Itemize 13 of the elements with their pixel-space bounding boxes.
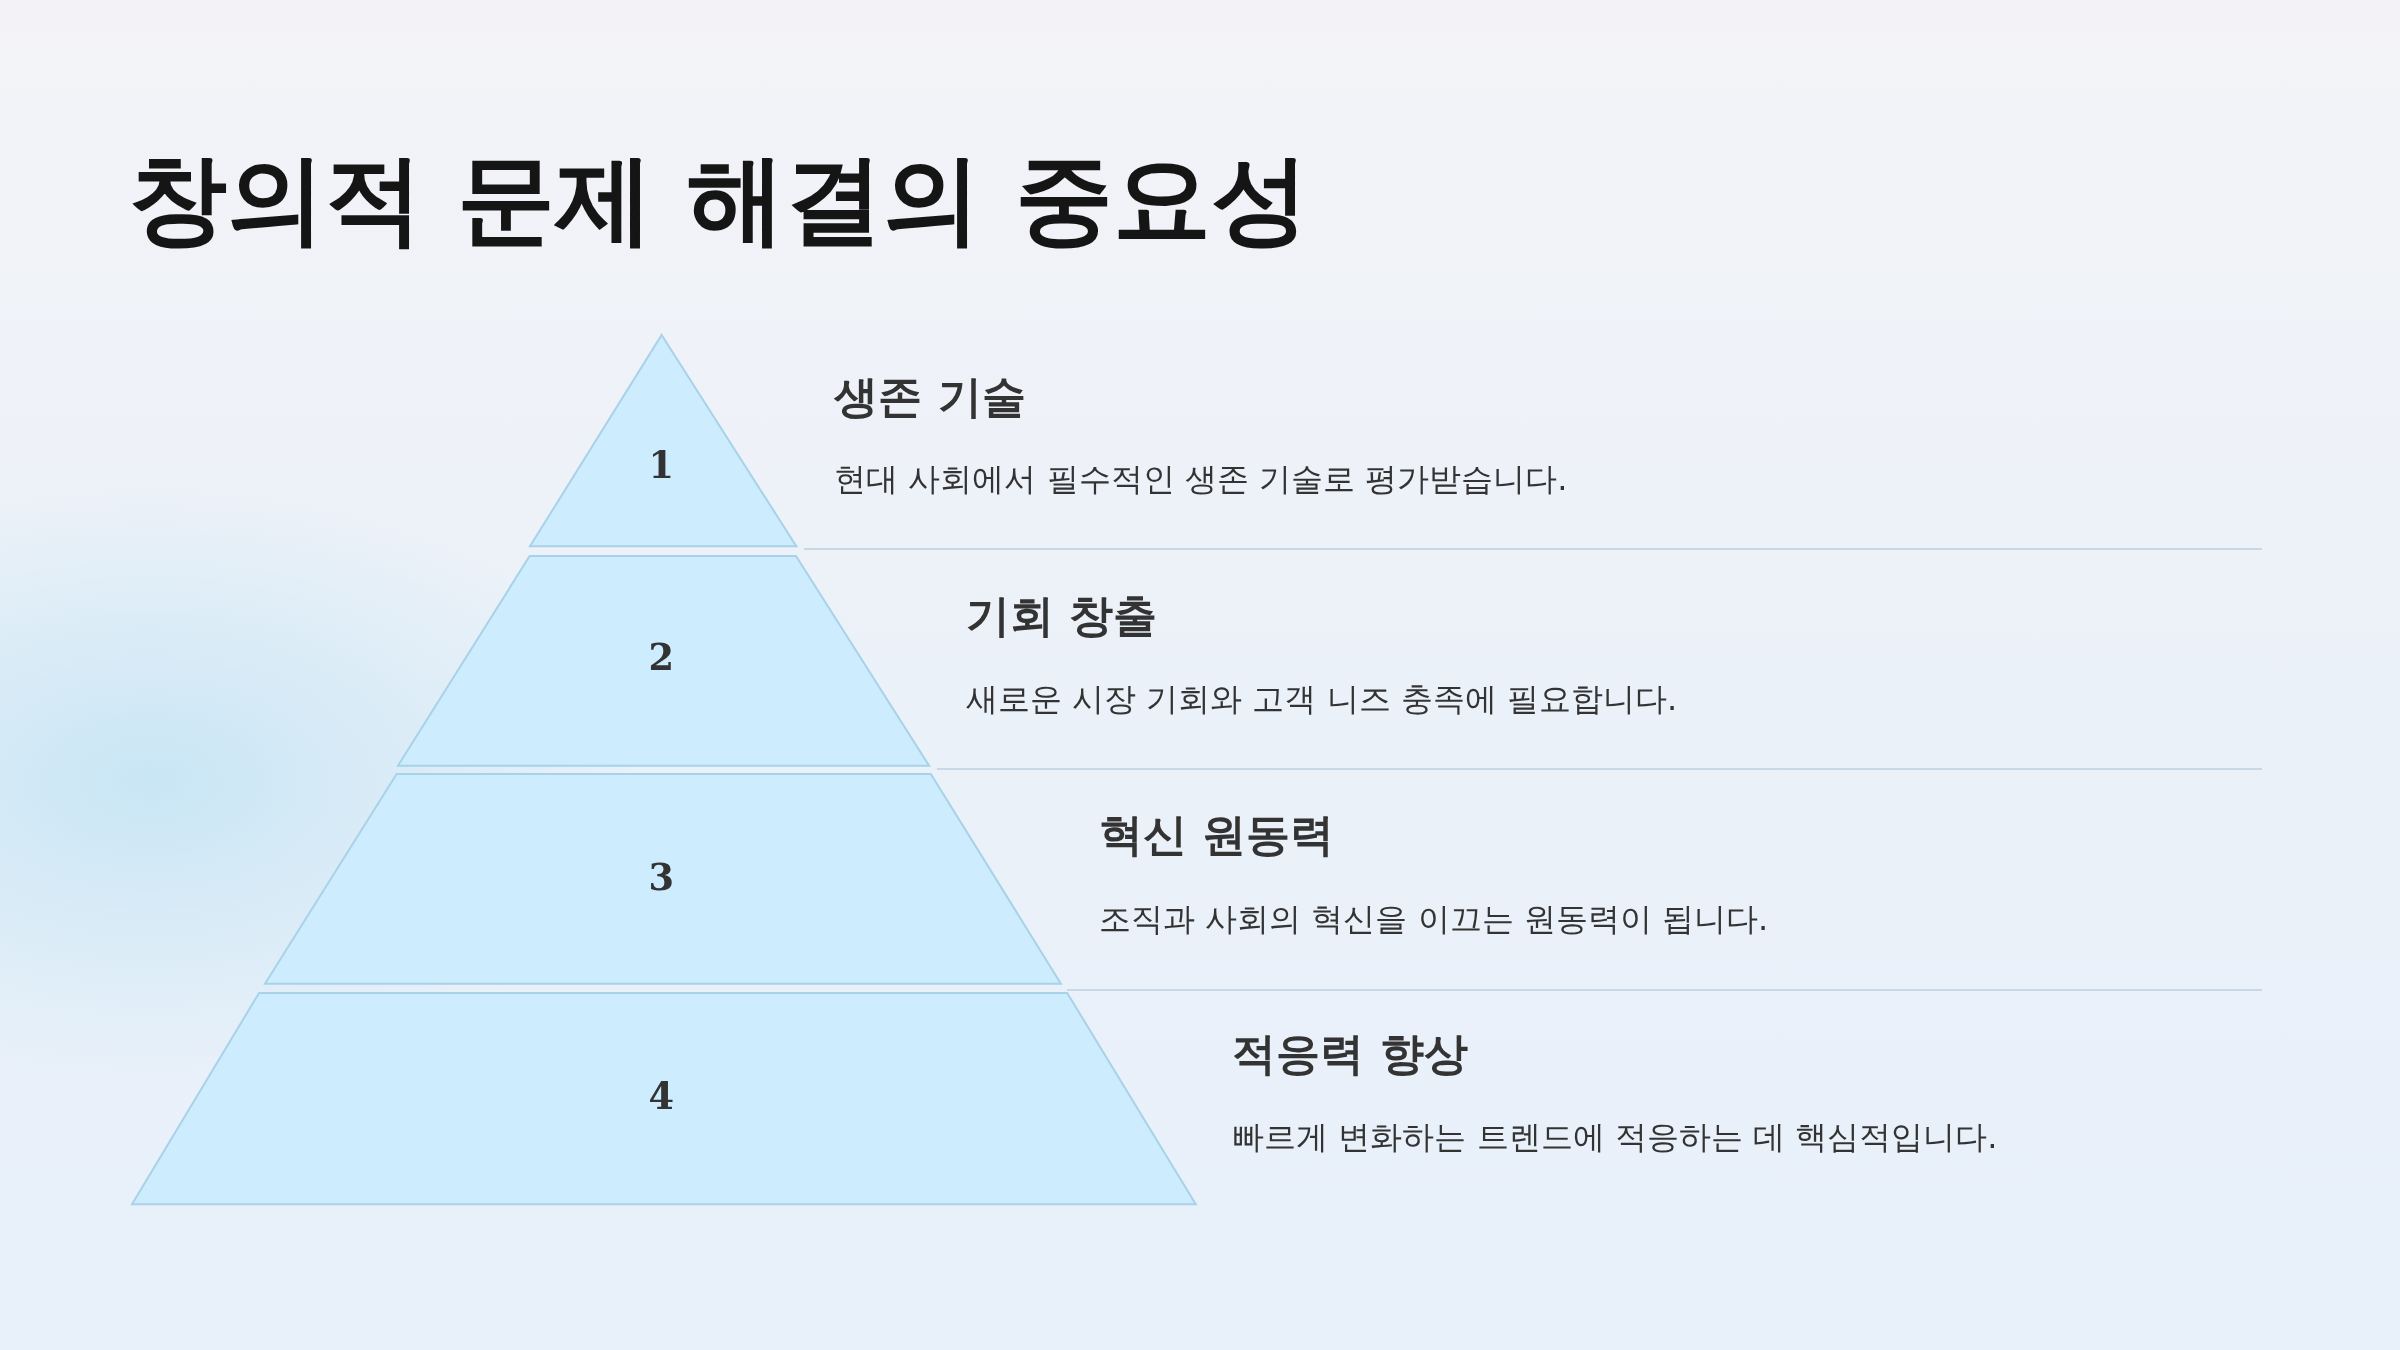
layer-description: 현대 사회에서 필수적인 생존 기술로 평가받습니다. [834,458,1568,500]
layer-number: 2 [648,635,674,679]
title: 창의적 문제 해결의 중요성 [128,140,1309,258]
layer-heading: 혁신 원동력 [1098,808,1335,863]
layer-description: 조직과 사회의 혁신을 이끄는 원동력이 됩니다. [1098,899,1769,941]
layer-heading: 생존 기술 [834,370,1026,425]
layer-heading: 기회 창출 [965,589,1158,644]
layer-heading: 적응력 향상 [1232,1026,1468,1081]
layer-number: 1 [648,443,674,487]
layer-description: 빠르게 변화하는 트렌드에 적응하는 데 핵심적입니다. [1232,1116,1998,1158]
layer-description: 새로운 시장 기회와 고객 니즈 충족에 필요합니다. [965,679,1678,721]
layer-number: 4 [648,1074,674,1118]
layer-number: 3 [648,855,674,899]
